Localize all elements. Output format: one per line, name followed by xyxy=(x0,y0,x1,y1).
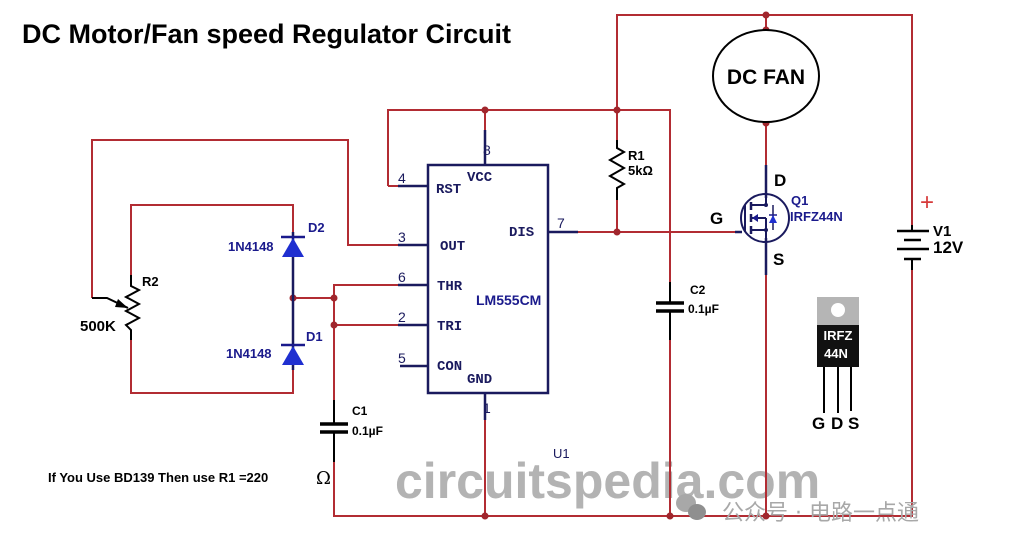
mosfet-arrow-icon xyxy=(752,214,758,222)
resistor-r1[interactable]: R1 5kΩ xyxy=(607,140,653,200)
pin-name-vcc: VCC xyxy=(467,170,493,186)
pin-name-con: CON xyxy=(437,359,462,375)
wechat-watermark: 公众号 · 电路一点通 xyxy=(676,494,919,526)
wire-ground-rail xyxy=(333,270,913,517)
package-body xyxy=(817,325,859,367)
pin-name-tri: TRI xyxy=(437,319,462,335)
pin-number-4: 4 xyxy=(398,170,406,186)
junction xyxy=(481,106,489,114)
package-label-2: 44N xyxy=(824,346,848,361)
r2-value: 500K xyxy=(80,318,116,335)
c2-value: 0.1µF xyxy=(688,302,719,316)
battery-v1[interactable]: + V1 12V xyxy=(897,189,964,270)
fan-circle xyxy=(712,29,820,123)
pin-number-1: 1 xyxy=(483,400,491,416)
v1-ref: V1 xyxy=(933,223,951,240)
q1-ref: Q1 xyxy=(791,193,808,208)
source-label: S xyxy=(773,250,784,269)
diode-d1-triangle-icon xyxy=(282,346,304,365)
package-pin-d: D xyxy=(831,414,843,433)
mosfet-circle xyxy=(740,193,790,243)
wiper-arrow-icon xyxy=(115,299,128,308)
r1-ref: R1 xyxy=(628,148,645,163)
d1-value: 1N4148 xyxy=(226,346,272,361)
v1-value: 12V xyxy=(933,238,964,257)
junction xyxy=(762,512,770,520)
pin-number-8: 8 xyxy=(483,142,491,158)
junction xyxy=(613,228,621,236)
potentiometer-symbol xyxy=(123,275,142,340)
junction xyxy=(613,106,621,114)
body-diode-icon xyxy=(769,215,777,223)
capacitor-c1[interactable]: C1 0.1µF xyxy=(320,400,383,462)
plus-icon: + xyxy=(920,189,934,216)
diode-d2-triangle-icon xyxy=(282,238,304,257)
diagram-title: DC Motor/Fan speed Regulator Circuit xyxy=(22,19,511,49)
potentiometer-r2[interactable]: R2 500K xyxy=(80,274,159,340)
pin-number-6: 6 xyxy=(398,269,406,285)
pin-number-2: 2 xyxy=(398,309,406,325)
junctions xyxy=(289,11,770,520)
pin-name-out: OUT xyxy=(440,239,465,255)
fan-label: DC FAN xyxy=(727,66,805,89)
ic-555[interactable]: 4 3 6 2 5 8 7 1 RST OUT THR TRI CON VCC … xyxy=(398,130,578,461)
mosfet-q1[interactable]: D G S Q1 IRFZ44N xyxy=(710,165,843,275)
c1-ref: C1 xyxy=(352,404,368,418)
pin-number-5: 5 xyxy=(398,350,406,366)
r1-value: 5kΩ xyxy=(628,163,653,178)
package-pin-s: S xyxy=(848,414,859,433)
wire-thr xyxy=(333,284,398,298)
diode-d2[interactable]: D2 1N4148 xyxy=(228,220,325,298)
ohm-symbol: Ω xyxy=(316,468,331,489)
wire-r2-d1 xyxy=(130,340,294,394)
c2-ref: C2 xyxy=(690,283,706,297)
gate-label: G xyxy=(710,209,723,228)
r2-ref: R2 xyxy=(142,274,159,289)
pin-name-dis: DIS xyxy=(509,225,534,241)
pin-name-thr: THR xyxy=(437,279,463,295)
wires xyxy=(91,14,913,517)
d2-value: 1N4148 xyxy=(228,239,274,254)
junction xyxy=(330,321,338,329)
c1-value: 0.1µF xyxy=(352,424,383,438)
ic-part-label: LM555CM xyxy=(476,292,541,308)
package-pin-g: G xyxy=(812,414,825,433)
d1-ref: D1 xyxy=(306,329,323,344)
junction xyxy=(330,294,338,302)
wire-vcc-rail xyxy=(387,109,671,290)
pin-number-3: 3 xyxy=(398,229,406,245)
junction xyxy=(762,11,770,19)
pin-number-7: 7 xyxy=(557,215,565,231)
pin-name-gnd: GND xyxy=(467,372,492,388)
watermark-site: circuitspedia.com xyxy=(395,453,820,509)
ic-ref-label: U1 xyxy=(553,446,570,461)
junction xyxy=(481,512,489,520)
resistor-r1-symbol xyxy=(607,140,627,200)
dc-fan[interactable]: DC FAN xyxy=(712,29,820,123)
bd139-note: If You Use BD139 Then use R1 =220 xyxy=(48,470,268,485)
junction xyxy=(666,512,674,520)
wire-out-r2 xyxy=(91,139,398,298)
diode-d1[interactable]: D1 1N4148 xyxy=(226,298,323,370)
capacitor-c2[interactable]: C2 0.1µF xyxy=(656,282,719,340)
pin-name-rst: RST xyxy=(436,182,461,198)
wire-r2-d2 xyxy=(130,204,294,275)
package-hole xyxy=(831,303,845,317)
wechat-account-label: 公众号 · 电路一点通 xyxy=(722,501,919,526)
q1-value: IRFZ44N xyxy=(790,209,843,224)
package-label-1: IRFZ xyxy=(824,328,853,343)
drain-label: D xyxy=(774,171,786,190)
ic-body xyxy=(426,163,550,395)
to220-package: IRFZ 44N G D S xyxy=(812,297,859,433)
d2-ref: D2 xyxy=(308,220,325,235)
